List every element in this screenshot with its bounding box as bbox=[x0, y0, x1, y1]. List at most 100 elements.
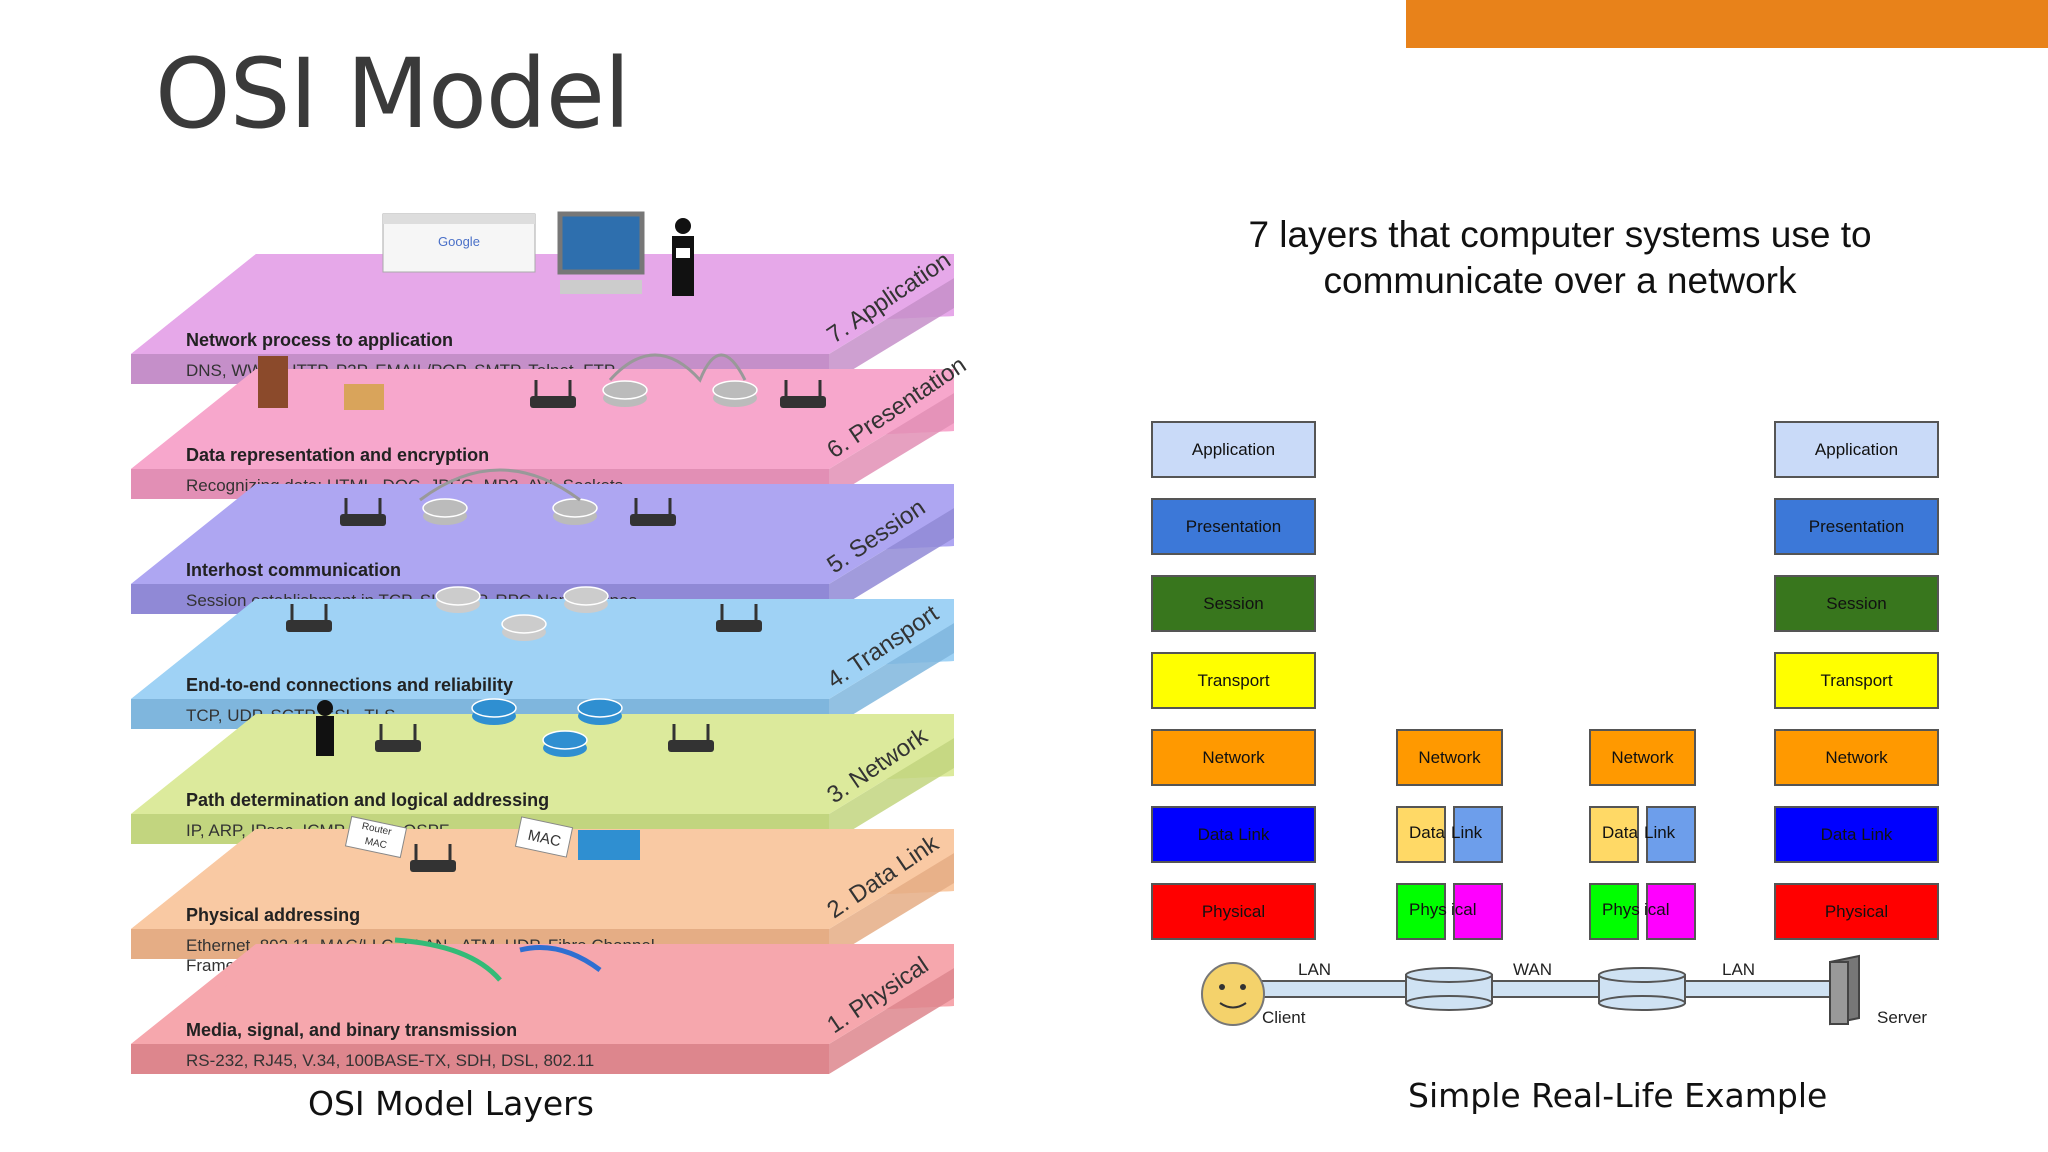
router-blue-icon-top bbox=[577, 698, 623, 718]
client-physical-box: Physical bbox=[1151, 883, 1316, 940]
door-icon bbox=[258, 356, 288, 408]
layer-side-face bbox=[829, 853, 954, 959]
router-blue-icon-top bbox=[542, 730, 588, 750]
router-2-datalink-left bbox=[1589, 806, 1639, 863]
layer-top bbox=[131, 853, 954, 929]
monitor-icon bbox=[557, 211, 645, 275]
layer-5: Interhost communicationSession establish… bbox=[131, 484, 954, 614]
router-1-datalink-left bbox=[1396, 806, 1446, 863]
envelope-icon bbox=[676, 248, 690, 258]
client-application-box: Application bbox=[1151, 421, 1316, 478]
layer-top bbox=[131, 508, 954, 584]
layer-description: Physical addressing bbox=[186, 905, 360, 925]
router-bottom-icon bbox=[1598, 995, 1686, 1011]
router-2-physical-left bbox=[1589, 883, 1639, 940]
router-icon bbox=[630, 514, 676, 526]
ethernet-cable-icon bbox=[519, 945, 602, 973]
router-bottom-icon bbox=[1405, 995, 1493, 1011]
server-application-box: Application bbox=[1774, 421, 1939, 478]
wan-label: WAN bbox=[1513, 960, 1553, 979]
client-smile-icon bbox=[1219, 1002, 1247, 1009]
switch-icon-top bbox=[563, 586, 609, 606]
left-caption: OSI Model Layers bbox=[308, 1084, 594, 1123]
router-icon bbox=[340, 514, 386, 526]
router-1-network-box: Network bbox=[1396, 729, 1503, 786]
router-top-icon bbox=[1405, 967, 1493, 983]
subtitle-line-2: communicate over a network bbox=[1323, 260, 1797, 301]
router-icon bbox=[286, 620, 332, 632]
layer-description: Interhost communication bbox=[186, 560, 401, 580]
person-icon bbox=[317, 700, 333, 716]
server-physical-box: Physical bbox=[1774, 883, 1939, 940]
switch-icon-top bbox=[501, 614, 547, 634]
router-datalink-label: Data bbox=[1409, 823, 1445, 842]
router-icon bbox=[780, 396, 826, 408]
router-2-physical-right bbox=[1646, 883, 1696, 940]
browser-toolbar bbox=[383, 214, 535, 224]
link-line bbox=[1257, 980, 1831, 998]
switch-icon-top bbox=[712, 380, 758, 400]
layer-side-face bbox=[829, 738, 954, 844]
keyboard-icon bbox=[560, 280, 642, 294]
router-datalink-label: Link bbox=[1451, 823, 1483, 842]
box-icon bbox=[344, 384, 384, 410]
slide-title: OSI Model bbox=[155, 38, 631, 150]
layer-description: Path determination and logical addressin… bbox=[186, 790, 549, 810]
layer-side-face bbox=[829, 623, 954, 729]
layer-protocols: RS-232, RJ45, V.34, 100BASE-TX, SDH, DSL… bbox=[186, 1051, 594, 1070]
layer-description: Data representation and encryption bbox=[186, 445, 489, 465]
fiber-cable-icon bbox=[394, 937, 502, 982]
router-1-datalink-right bbox=[1453, 806, 1503, 863]
client-presentation-box: Presentation bbox=[1151, 498, 1316, 555]
router-icon bbox=[716, 620, 762, 632]
router-datalink-label: Link bbox=[1644, 823, 1676, 842]
server-label: Server bbox=[1877, 1008, 1928, 1027]
server-session-box: Session bbox=[1774, 575, 1939, 632]
router-tag-line-2: MAC bbox=[364, 836, 388, 851]
server-transport-box: Transport bbox=[1774, 652, 1939, 709]
layer-top bbox=[131, 393, 954, 469]
bridge-icon bbox=[419, 468, 581, 502]
layer-top bbox=[131, 278, 954, 354]
lan-label-left: LAN bbox=[1298, 960, 1332, 979]
layer-side-face bbox=[829, 508, 954, 614]
mac-tag-icon bbox=[514, 816, 574, 858]
server-presentation-box: Presentation bbox=[1774, 498, 1939, 555]
router-icon bbox=[410, 860, 456, 872]
router-physical-label: ical bbox=[1644, 900, 1670, 919]
switch-icon-top bbox=[435, 586, 481, 606]
right-caption: Simple Real-Life Example bbox=[1408, 1076, 1828, 1115]
person-body-icon bbox=[316, 716, 334, 756]
layer-top bbox=[131, 968, 954, 1044]
client-data-link-box: Data Link bbox=[1151, 806, 1316, 863]
layer-front-face bbox=[131, 1044, 829, 1074]
mac-tag-text: MAC bbox=[526, 827, 562, 851]
router-physical-label: Phys bbox=[1409, 900, 1447, 919]
switch-icon-top bbox=[602, 380, 648, 400]
person-head-icon bbox=[675, 218, 691, 234]
router-2-datalink-right bbox=[1646, 806, 1696, 863]
switch-icon-top bbox=[552, 498, 598, 518]
router-icon bbox=[375, 740, 421, 752]
layer-3: Path determination and logical addressin… bbox=[131, 714, 954, 844]
router-blue-icon-top bbox=[471, 698, 517, 718]
layer-top bbox=[131, 623, 954, 699]
layer-top bbox=[131, 738, 954, 814]
router-icon bbox=[668, 740, 714, 752]
layer-description: End-to-end connections and reliability bbox=[186, 675, 513, 695]
server-front-icon bbox=[1829, 961, 1849, 1025]
server-network-box: Network bbox=[1774, 729, 1939, 786]
router-2-network-box: Network bbox=[1589, 729, 1696, 786]
accent-bar bbox=[1406, 0, 2048, 48]
lan-label-right: LAN bbox=[1722, 960, 1756, 979]
bridge-icon bbox=[608, 353, 747, 383]
router-icon bbox=[530, 396, 576, 408]
layer-description: Network process to application bbox=[186, 330, 453, 350]
router-1-physical-left bbox=[1396, 883, 1446, 940]
client-session-box: Session bbox=[1151, 575, 1316, 632]
client-eye-icon bbox=[1219, 984, 1225, 990]
router-physical-label: ical bbox=[1451, 900, 1477, 919]
